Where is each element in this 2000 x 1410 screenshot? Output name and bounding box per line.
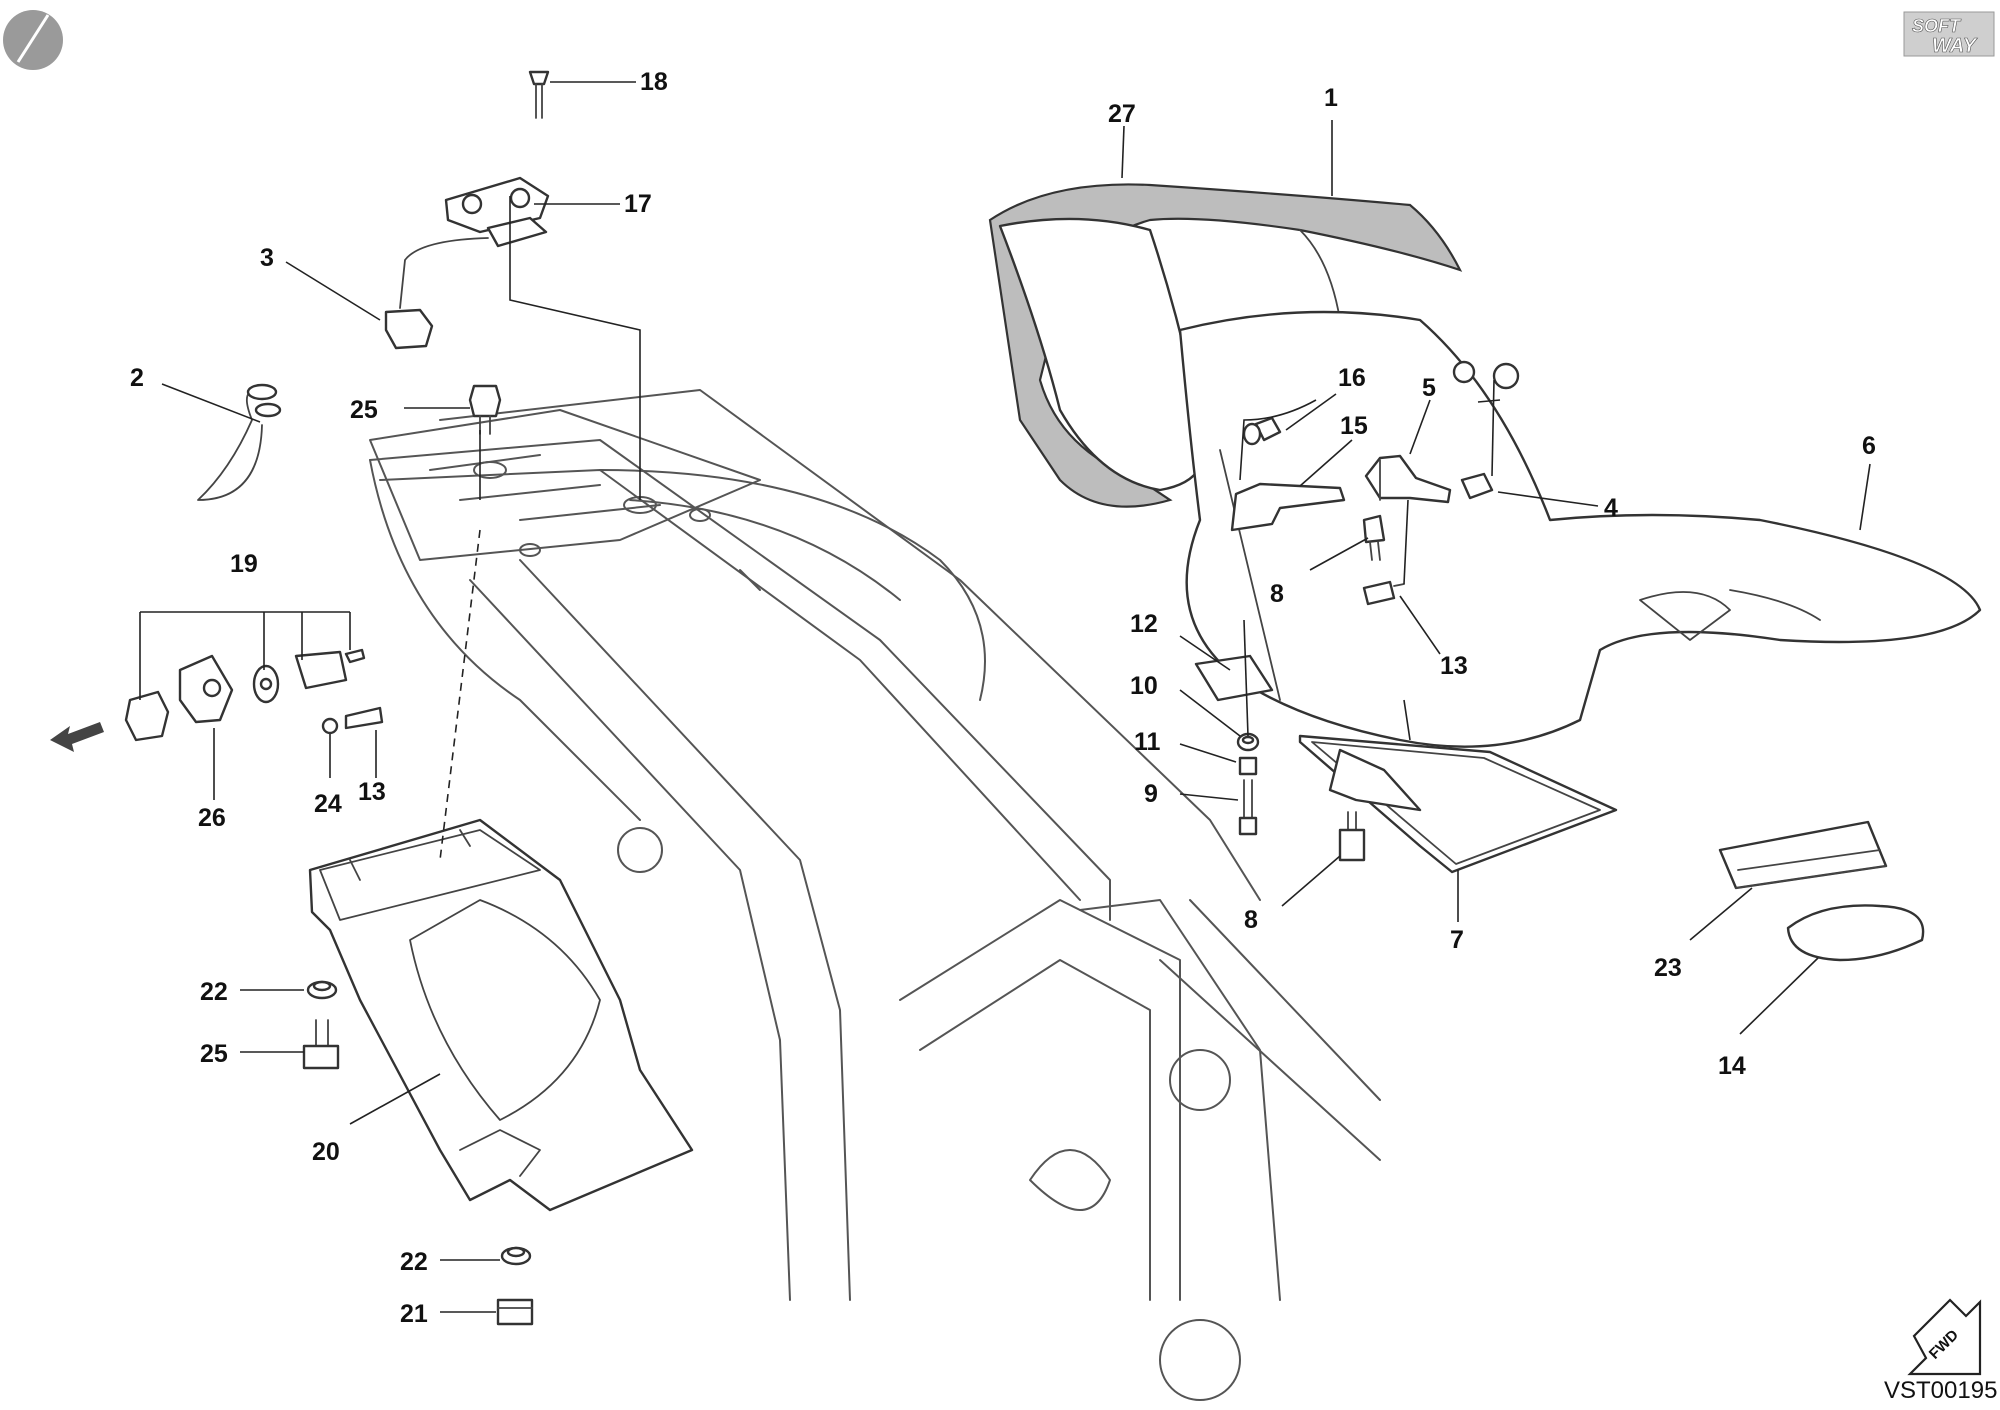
callout-22-lower: 22 <box>400 1248 428 1276</box>
callout-25-upper: 25 <box>350 396 378 424</box>
callout-labels: 18 17 3 2 25 19 26 24 13 22 25 20 22 21 … <box>130 68 1876 1328</box>
callout-26: 26 <box>198 804 226 832</box>
callout-10: 10 <box>1130 672 1158 700</box>
part-3-release-cable <box>384 237 489 350</box>
callout-1: 1 <box>1324 84 1338 112</box>
logo-text-top: SOFT <box>1912 16 1962 36</box>
logo-text-bottom: WAY <box>1932 35 1978 57</box>
part-13-bolt-right <box>1362 580 1405 606</box>
part-25-bolt-upper <box>468 384 502 435</box>
part-22-washer-lower <box>500 1246 532 1266</box>
callout-25-lower: 25 <box>200 1040 228 1068</box>
part-21-nut <box>496 1298 534 1326</box>
forward-arrow-icon <box>50 722 104 752</box>
callout-8-upper: 8 <box>1270 580 1284 608</box>
callout-15: 15 <box>1340 412 1368 440</box>
part-15-bracket <box>1230 482 1346 532</box>
part-23-pad <box>1718 820 1888 890</box>
part-7-storage-tray <box>1298 734 1618 874</box>
callout-8-lower: 8 <box>1244 906 1258 934</box>
part-25-bolt-lower <box>302 1019 340 1070</box>
callout-4: 4 <box>1604 494 1618 522</box>
callout-19: 19 <box>230 550 258 578</box>
drawing-code: VST00195 <box>1884 1377 1997 1404</box>
part-6-passenger-seat <box>1178 310 1982 748</box>
callout-16: 16 <box>1338 364 1366 392</box>
part-18-screw <box>528 70 550 119</box>
fwd-arrow-badge: FWD <box>1907 1298 1982 1376</box>
callout-11: 11 <box>1134 728 1161 756</box>
callout-5: 5 <box>1422 374 1436 402</box>
callout-13-right: 13 <box>1440 652 1468 680</box>
callout-7: 7 <box>1450 926 1464 954</box>
part-5-bracket <box>1364 454 1452 504</box>
part-20-undertray <box>308 818 694 1212</box>
callout-24: 24 <box>314 790 342 818</box>
part-16-rubber-buffer <box>1242 416 1282 446</box>
part-2-helmet-cable <box>197 383 282 501</box>
part-17-seat-lock <box>444 176 550 248</box>
part-12-plate <box>1194 654 1274 702</box>
corner-disc-icon <box>3 10 63 70</box>
callout-23: 23 <box>1654 954 1682 982</box>
part-10-washer <box>1236 732 1260 752</box>
callout-17: 17 <box>624 190 652 218</box>
callout-12: 12 <box>1130 610 1158 638</box>
part-8-bolt-upper <box>1362 514 1386 561</box>
rear-subframe <box>369 389 1381 1401</box>
part-4-buffer <box>1452 360 1520 500</box>
callout-9: 9 <box>1144 780 1158 808</box>
part-8-bolt-lower <box>1338 811 1366 862</box>
callout-2: 2 <box>130 364 144 392</box>
callout-22-upper: 22 <box>200 978 228 1006</box>
brand-logo: SOFT WAY <box>1903 11 1995 57</box>
part-14-cushion <box>1786 904 1925 962</box>
callout-6: 6 <box>1862 432 1876 460</box>
callout-20: 20 <box>312 1138 340 1166</box>
callout-14: 14 <box>1718 1052 1746 1080</box>
part-22-washer-upper <box>306 980 338 1000</box>
leader-lines <box>139 81 1871 1313</box>
callout-3: 3 <box>260 244 274 272</box>
callout-13-left: 13 <box>358 778 386 806</box>
part-19-latch-kit <box>124 648 384 742</box>
callout-21: 21 <box>400 1300 428 1328</box>
part-11-spacer <box>1238 756 1258 776</box>
callout-18: 18 <box>640 68 668 96</box>
part-9-bolt <box>1238 779 1258 836</box>
callout-27: 27 <box>1108 100 1136 128</box>
